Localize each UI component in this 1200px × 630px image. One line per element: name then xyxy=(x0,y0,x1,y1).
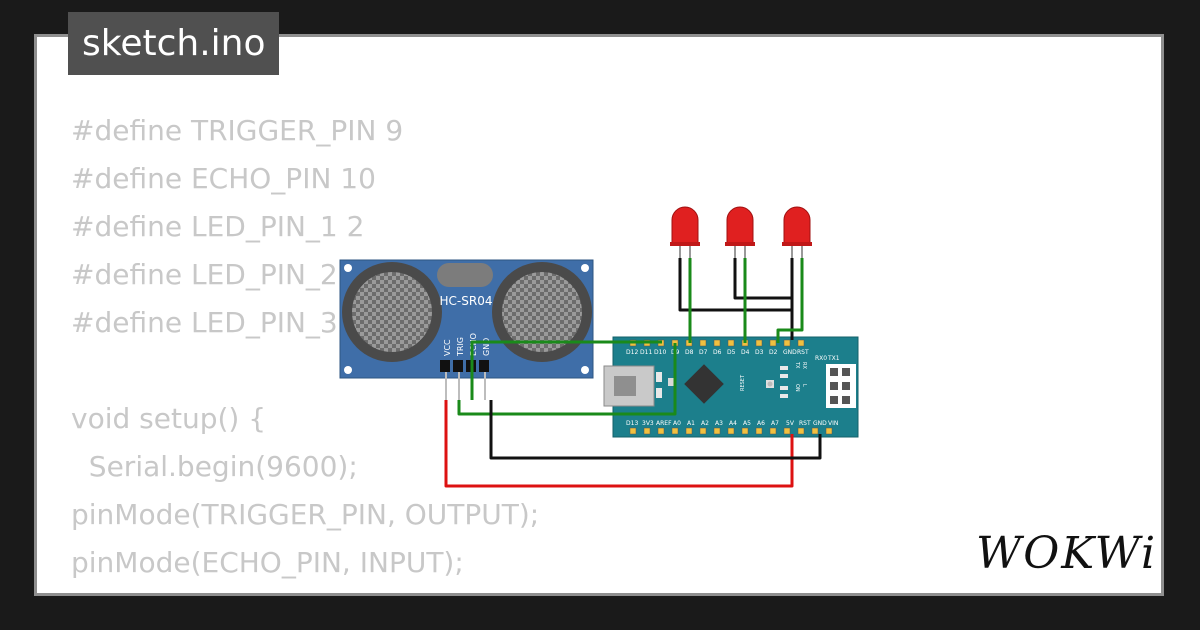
code-line: #define ECHO_PIN 10 xyxy=(71,162,376,195)
led-label: RX xyxy=(801,362,807,369)
sensor-pin-label: TRIG xyxy=(456,337,465,357)
led-2[interactable] xyxy=(725,206,755,258)
sensor-pin-label: VCC xyxy=(443,339,452,356)
ultrasonic-sensor[interactable]: HC-SR04 VCC TRIG ECHO GND xyxy=(339,259,594,400)
pin-label: D12 xyxy=(626,349,638,356)
pin-label: A5 xyxy=(743,420,751,427)
pin-label: RX0 xyxy=(815,355,827,362)
pin-label: A3 xyxy=(715,420,723,427)
code-line: pinMode(ECHO_PIN, INPUT); xyxy=(71,546,464,579)
code-line: void setup() { xyxy=(71,402,267,435)
wire-trig xyxy=(457,343,677,416)
pin-label: D6 xyxy=(713,349,722,356)
pin-label: D10 xyxy=(654,349,666,356)
pin-label: D3 xyxy=(755,349,764,356)
pin-label: D2 xyxy=(769,349,778,356)
code-line: #define LED_PIN_3 4 xyxy=(71,306,365,339)
code-line: Serial.begin(9600); xyxy=(71,450,358,483)
led-label: L xyxy=(801,384,807,387)
preview-card: #define TRIGGER_PIN 9 #define ECHO_PIN 10… xyxy=(34,34,1164,596)
microcontroller-chip xyxy=(684,364,724,404)
led-3[interactable] xyxy=(782,206,812,258)
pin-label: A1 xyxy=(687,420,695,427)
code-preview: #define TRIGGER_PIN 9 #define ECHO_PIN 10… xyxy=(71,107,540,593)
pin-label: A0 xyxy=(673,420,681,427)
pin-label: RST xyxy=(797,349,809,356)
code-line: #define LED_PIN_1 2 xyxy=(71,210,365,243)
pin-label: RST xyxy=(799,420,811,427)
bottom-header-pins xyxy=(629,427,833,435)
led-label: ON xyxy=(794,384,800,392)
pin-label: D5 xyxy=(727,349,736,356)
code-line: pinMode(TRIGGER_PIN, OUTPUT); xyxy=(71,498,540,531)
pin-label: VIN xyxy=(828,420,838,427)
pin-label: A2 xyxy=(701,420,709,427)
led-1[interactable] xyxy=(670,206,700,258)
reset-label: RESET xyxy=(740,374,746,391)
file-tab[interactable]: sketch.ino xyxy=(68,12,280,75)
wire-led2-gnd xyxy=(733,258,792,300)
wire-echo xyxy=(470,340,662,400)
wokwi-logo: WOKWi xyxy=(976,528,1158,579)
pin-label: D13 xyxy=(626,420,638,427)
sensor-pin-label: GND xyxy=(482,338,491,356)
pin-label: 3V3 xyxy=(642,420,654,427)
status-leds xyxy=(780,366,788,398)
code-line: #define LED_PIN_2 3 xyxy=(71,258,365,291)
pin-label: A4 xyxy=(729,420,737,427)
crystal-oscillator xyxy=(437,263,493,287)
pin-label: 5V xyxy=(786,420,795,427)
pin-label: A7 xyxy=(771,420,779,427)
wire-led3-signal xyxy=(776,258,804,343)
arduino-nano[interactable]: D12 D11 D10 D9 D8 D7 D6 D5 D4 D3 D2 GND … xyxy=(603,336,859,438)
wire-gnd xyxy=(489,400,822,460)
pin-label: D11 xyxy=(640,349,652,356)
wire-vcc xyxy=(444,400,794,488)
pin-label: AREF xyxy=(656,420,672,427)
pin-label: D8 xyxy=(685,349,694,356)
pin-label: A6 xyxy=(757,420,765,427)
led-label: TX xyxy=(794,361,800,369)
code-line: #define TRIGGER_PIN 9 xyxy=(71,114,404,147)
pin-label: TX1 xyxy=(827,355,840,362)
pin-label: D7 xyxy=(699,349,708,356)
sensor-label: HC-SR04 xyxy=(440,294,493,308)
pin-label: D4 xyxy=(741,349,750,356)
pin-label: GND xyxy=(783,349,797,356)
pin-label: GND xyxy=(813,420,827,427)
